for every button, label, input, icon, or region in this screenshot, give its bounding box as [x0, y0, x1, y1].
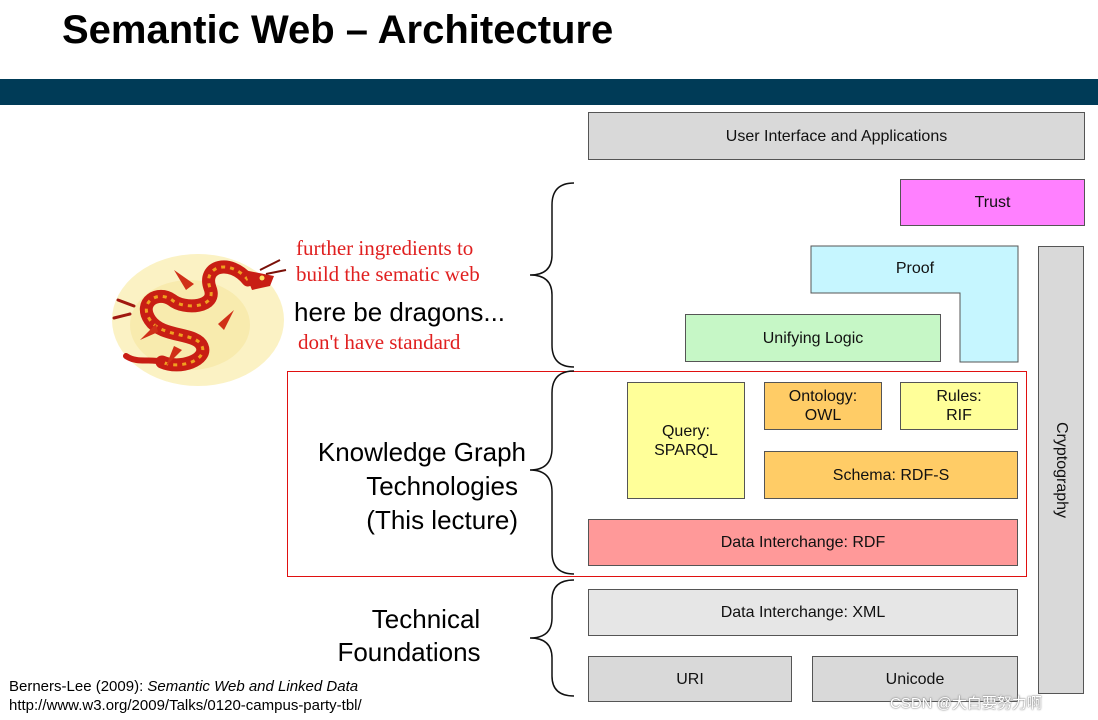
layer-label: RIF: [946, 407, 972, 424]
layer-uri: URI: [588, 656, 792, 702]
layer-unifying-logic: Unifying Logic: [685, 314, 941, 362]
layer-label: SPARQL: [654, 441, 718, 459]
layer-trust: Trust: [900, 179, 1085, 226]
citation-url[interactable]: http://www.w3.org/2009/Talks/0120-campus…: [9, 697, 362, 714]
layer-label: Rules:: [936, 388, 982, 405]
layer-proof: Proof: [895, 260, 935, 277]
layer-label: Cryptography: [1053, 421, 1070, 519]
no-standard-label: don't have standard: [298, 330, 461, 354]
brace-upper: [529, 182, 575, 368]
layer-label: OWL: [804, 407, 842, 424]
further-ingredients-label: build the sematic web: [296, 262, 480, 286]
citation-author: Berners-Lee (2009):: [9, 678, 148, 695]
header-band: [0, 79, 1098, 105]
citation-line: Berners-Lee (2009): Semantic Web and Lin…: [9, 678, 358, 695]
dragon-icon: [112, 254, 287, 386]
layer-label: Unicode: [885, 670, 945, 688]
knowledge-graph-label: Technologies: [366, 471, 518, 501]
knowledge-graph-label: Knowledge Graph: [317, 437, 526, 467]
layer-label: Unifying Logic: [762, 329, 864, 347]
layer-label: Data Interchange: RDF: [720, 534, 886, 551]
knowledge-graph-highlight-frame: [287, 371, 1027, 577]
layer-label: URI: [676, 670, 704, 688]
further-ingredients-label: further ingredients to: [296, 236, 474, 260]
layer-label: Ontology:: [788, 388, 858, 405]
layer-ui-applications: User Interface and Applications: [588, 112, 1085, 160]
layer-schema-rdfs: Schema: RDF-S: [764, 451, 1018, 499]
layer-unicode: Unicode: [812, 656, 1018, 702]
technical-foundations-label: Foundations: [337, 637, 481, 667]
layer-label: Query:: [661, 422, 710, 440]
citation-work: Semantic Web and Linked Data: [147, 678, 359, 695]
technical-foundations-label: Technical: [371, 604, 481, 634]
layer-label: Schema: RDF-S: [832, 466, 950, 484]
layer-rules-rif: Rules: RIF: [900, 382, 1018, 430]
layer-label: Data Interchange: XML: [720, 604, 886, 621]
page-title: Semantic Web – Architecture: [62, 8, 614, 52]
layer-query-sparql: Query:SPARQL: [627, 382, 745, 499]
dragons-label: here be dragons...: [294, 297, 506, 327]
layer-ontology-owl: Ontology: OWL: [764, 382, 882, 430]
layer-label: Trust: [974, 194, 1011, 211]
brace-lower: [529, 579, 575, 697]
layer-label: User Interface and Applications: [725, 127, 948, 145]
layer-data-interchange-xml: Data Interchange: XML: [588, 589, 1018, 636]
knowledge-graph-label: (This lecture): [366, 505, 518, 535]
layer-cryptography: Cryptography: [1038, 246, 1084, 694]
watermark: CSDN @大白要努力啊: [890, 695, 1042, 712]
layer-data-interchange-rdf: Data Interchange: RDF: [588, 519, 1018, 566]
